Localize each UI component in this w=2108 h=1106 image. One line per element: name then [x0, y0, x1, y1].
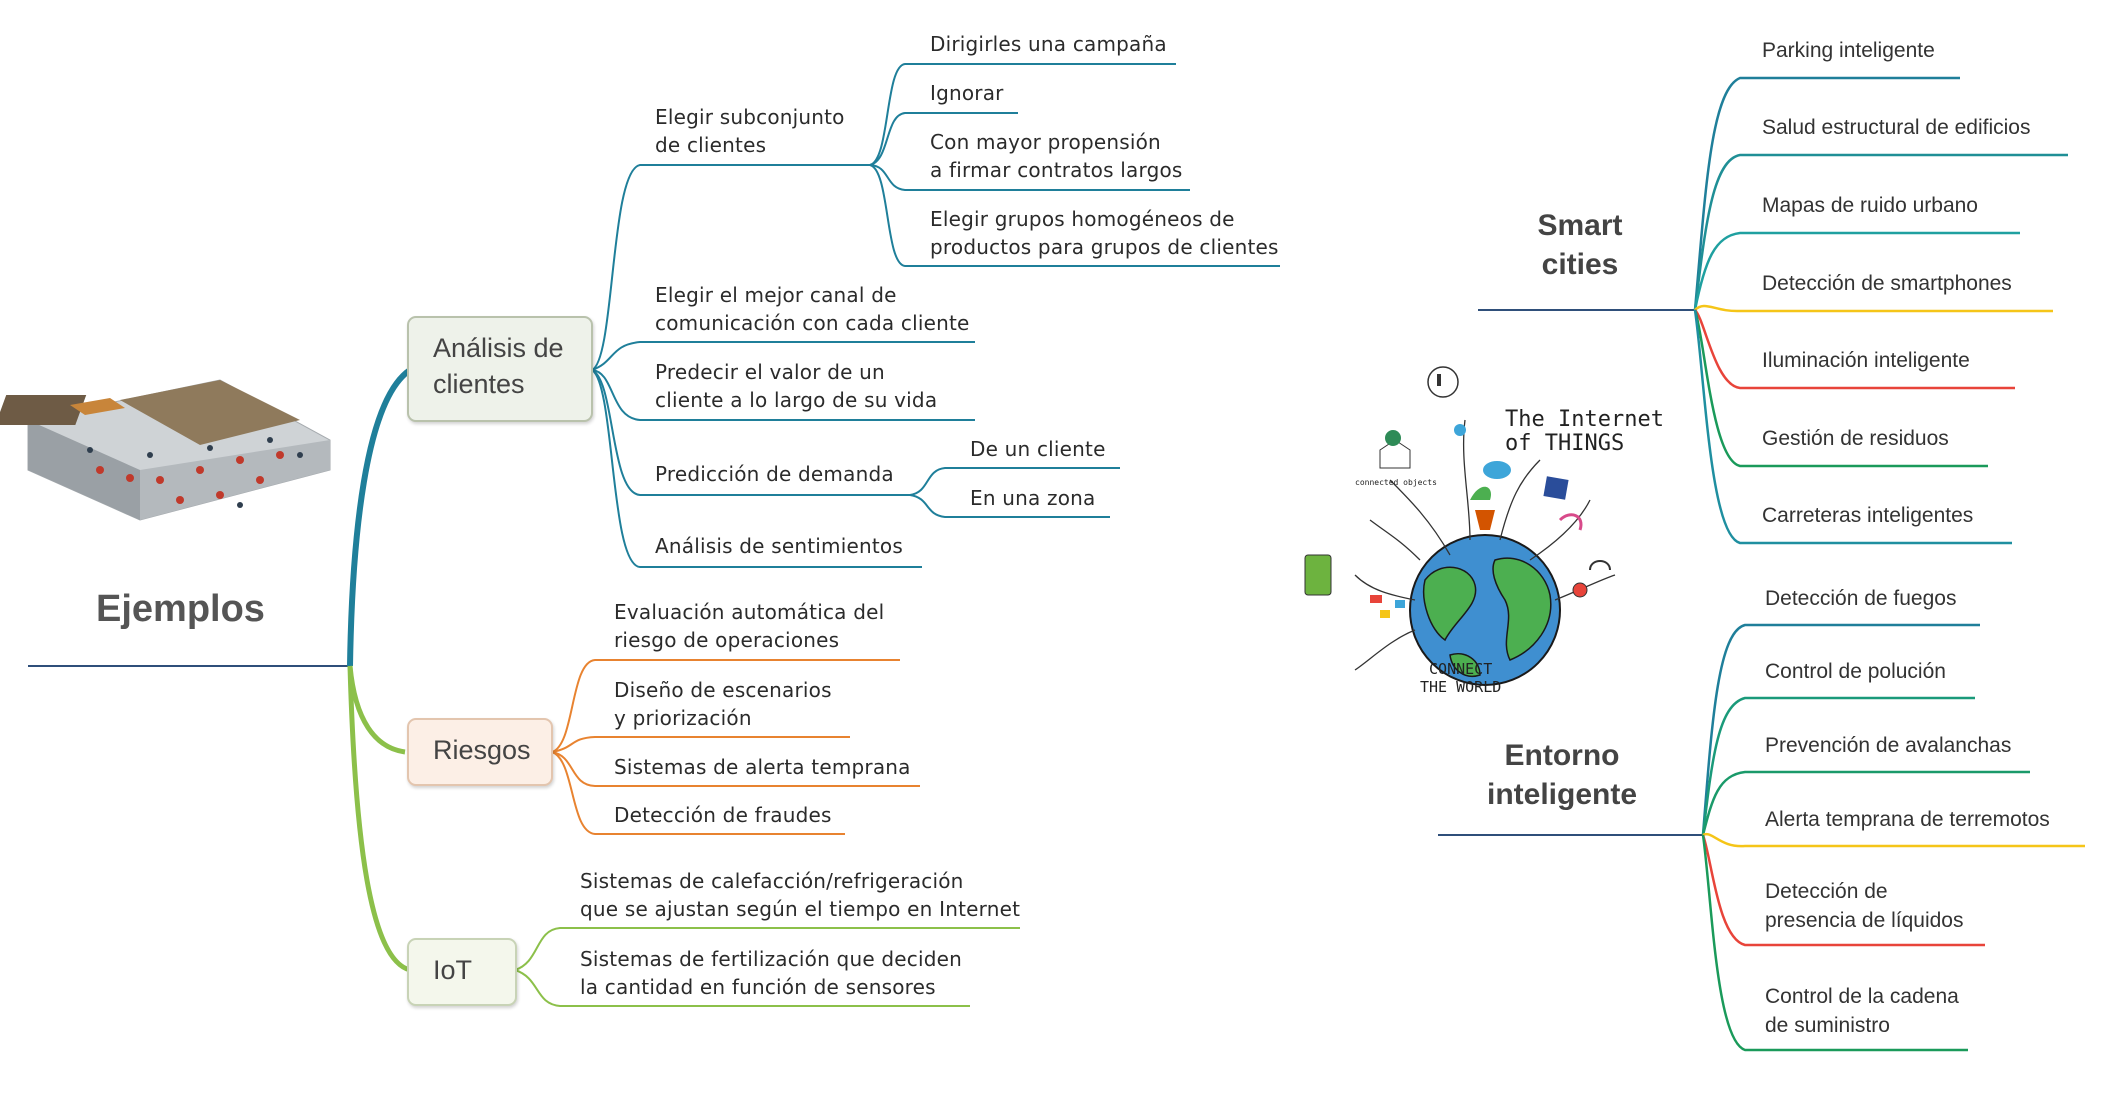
left-mindmap-connectors — [28, 63, 1280, 1007]
iot-image-footer: CONNECT THE WORLD — [1420, 660, 1502, 696]
node-subconjunto-item: Ignorar — [930, 81, 1004, 105]
node-riesgo-item: Detección de fraudes — [614, 803, 832, 827]
node-demanda-item: De un cliente — [970, 437, 1106, 461]
entorno-title: Entorno inteligente — [1486, 739, 1637, 811]
smart-city-item: Gestión de residuos — [1762, 427, 1949, 450]
node-subconjunto-item: Con mayor propensión a firmar contratos … — [930, 130, 1183, 182]
entorno-item: Control de polución — [1765, 660, 1946, 683]
node-iot-item: Sistemas de calefacción/refrigeración qu… — [580, 869, 1021, 921]
node-demanda-item: En una zona — [970, 486, 1096, 510]
smart-city-item: Salud estructural de edificios — [1762, 116, 2031, 139]
entorno-connectors — [1438, 623, 2085, 1052]
node-subconjunto: Elegir subconjunto de clientes — [655, 105, 845, 157]
smart-city-item: Parking inteligente — [1762, 39, 1935, 62]
node-riesgo-item: Sistemas de alerta temprana — [614, 755, 911, 779]
iot-image-objects-label: connected objects — [1355, 478, 1437, 487]
node-canal: Elegir el mejor canal de comunicación co… — [655, 283, 970, 335]
smart-city-item: Detección de smartphones — [1762, 272, 2012, 295]
iot-globe-illustration — [1304, 366, 1616, 686]
node-riesgo-item: Evaluación automática del riesgo de oper… — [614, 600, 885, 652]
branch-riesgos[interactable]: Riesgos — [407, 718, 553, 786]
entorno-item: Alerta temprana de terremotos — [1765, 808, 2050, 831]
branch-analisis-clientes[interactable]: Análisis de clientes — [407, 316, 593, 422]
branch-iot[interactable]: IoT — [407, 938, 517, 1006]
node-valor: Predecir el valor de un cliente a lo lar… — [655, 360, 938, 412]
smart-city-item: Carreteras inteligentes — [1762, 504, 1974, 527]
smart-city-item: Iluminación inteligente — [1762, 349, 1970, 372]
node-sentimientos: Análisis de sentimientos — [655, 534, 903, 558]
node-demanda: Predicción de demanda — [655, 462, 894, 486]
node-riesgo-item: Diseño de escenarios y priorización — [614, 678, 832, 730]
node-subconjunto-item: Elegir grupos homogéneos de productos pa… — [930, 207, 1279, 259]
iot-image-heading: The Internet of THINGS — [1505, 407, 1664, 456]
smart-city-item: Mapas de ruido urbano — [1762, 194, 1978, 217]
entorno-item: Control de la cadena de suministro — [1765, 985, 1959, 1037]
node-iot-item: Sistemas de fertilización que deciden la… — [580, 947, 963, 999]
entorno-item: Detección de fuegos — [1765, 587, 1957, 610]
smart-cities-connectors — [1478, 76, 2068, 545]
entorno-item: Detección de presencia de líquidos — [1765, 880, 1964, 932]
entorno-item: Prevención de avalanchas — [1765, 734, 2012, 757]
warehouse-illustration — [0, 379, 331, 521]
smart-cities-title: Smart cities — [1537, 209, 1623, 281]
node-subconjunto-item: Dirigirles una campaña — [930, 32, 1167, 56]
root-title: Ejemplos — [96, 588, 265, 630]
